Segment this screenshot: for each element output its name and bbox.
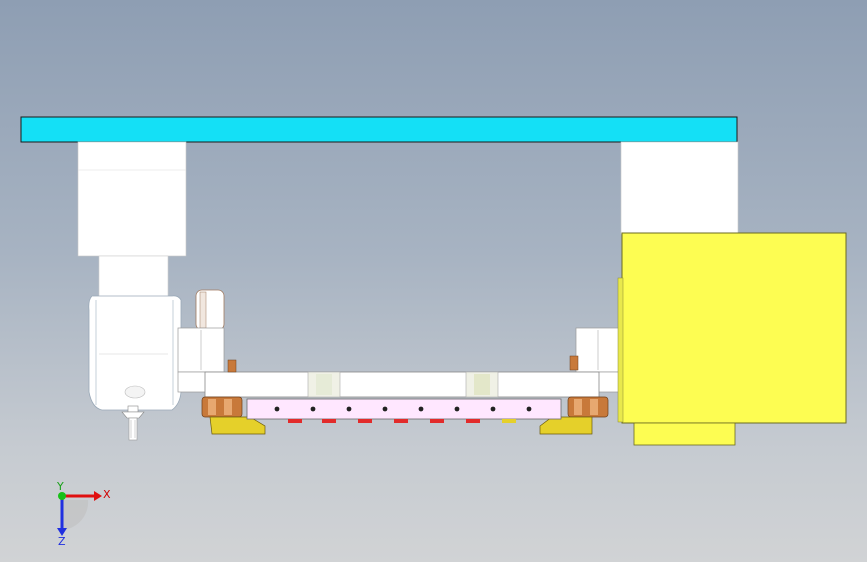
right-gold-bracket[interactable] — [539, 416, 593, 435]
z-axis-label: Z — [58, 535, 66, 548]
left-copper-roller[interactable] — [201, 396, 243, 418]
y-axis-label: Y — [56, 480, 64, 493]
left-nozzle[interactable] — [121, 405, 145, 441]
x-axis-label: X — [103, 488, 111, 501]
left-cylinder[interactable] — [88, 295, 182, 411]
top-beam[interactable] — [20, 116, 738, 143]
coordinate-triad: X Y Z — [56, 480, 111, 548]
left-upper-block[interactable] — [77, 141, 187, 257]
left-gold-bracket[interactable] — [209, 416, 266, 435]
yellow-box-foot[interactable] — [633, 422, 736, 446]
right-upper-block[interactable] — [620, 141, 739, 235]
left-bracket[interactable] — [177, 289, 225, 393]
right-bracket[interactable] — [569, 327, 623, 393]
carriage-plate[interactable] — [204, 371, 600, 398]
right-copper-roller[interactable] — [567, 396, 609, 418]
y-axis-marker — [58, 492, 66, 500]
rail-red-markers — [288, 419, 516, 423]
yellow-box[interactable] — [621, 232, 847, 424]
bottom-rail[interactable] — [246, 398, 562, 420]
rail-holes — [274, 406, 532, 412]
